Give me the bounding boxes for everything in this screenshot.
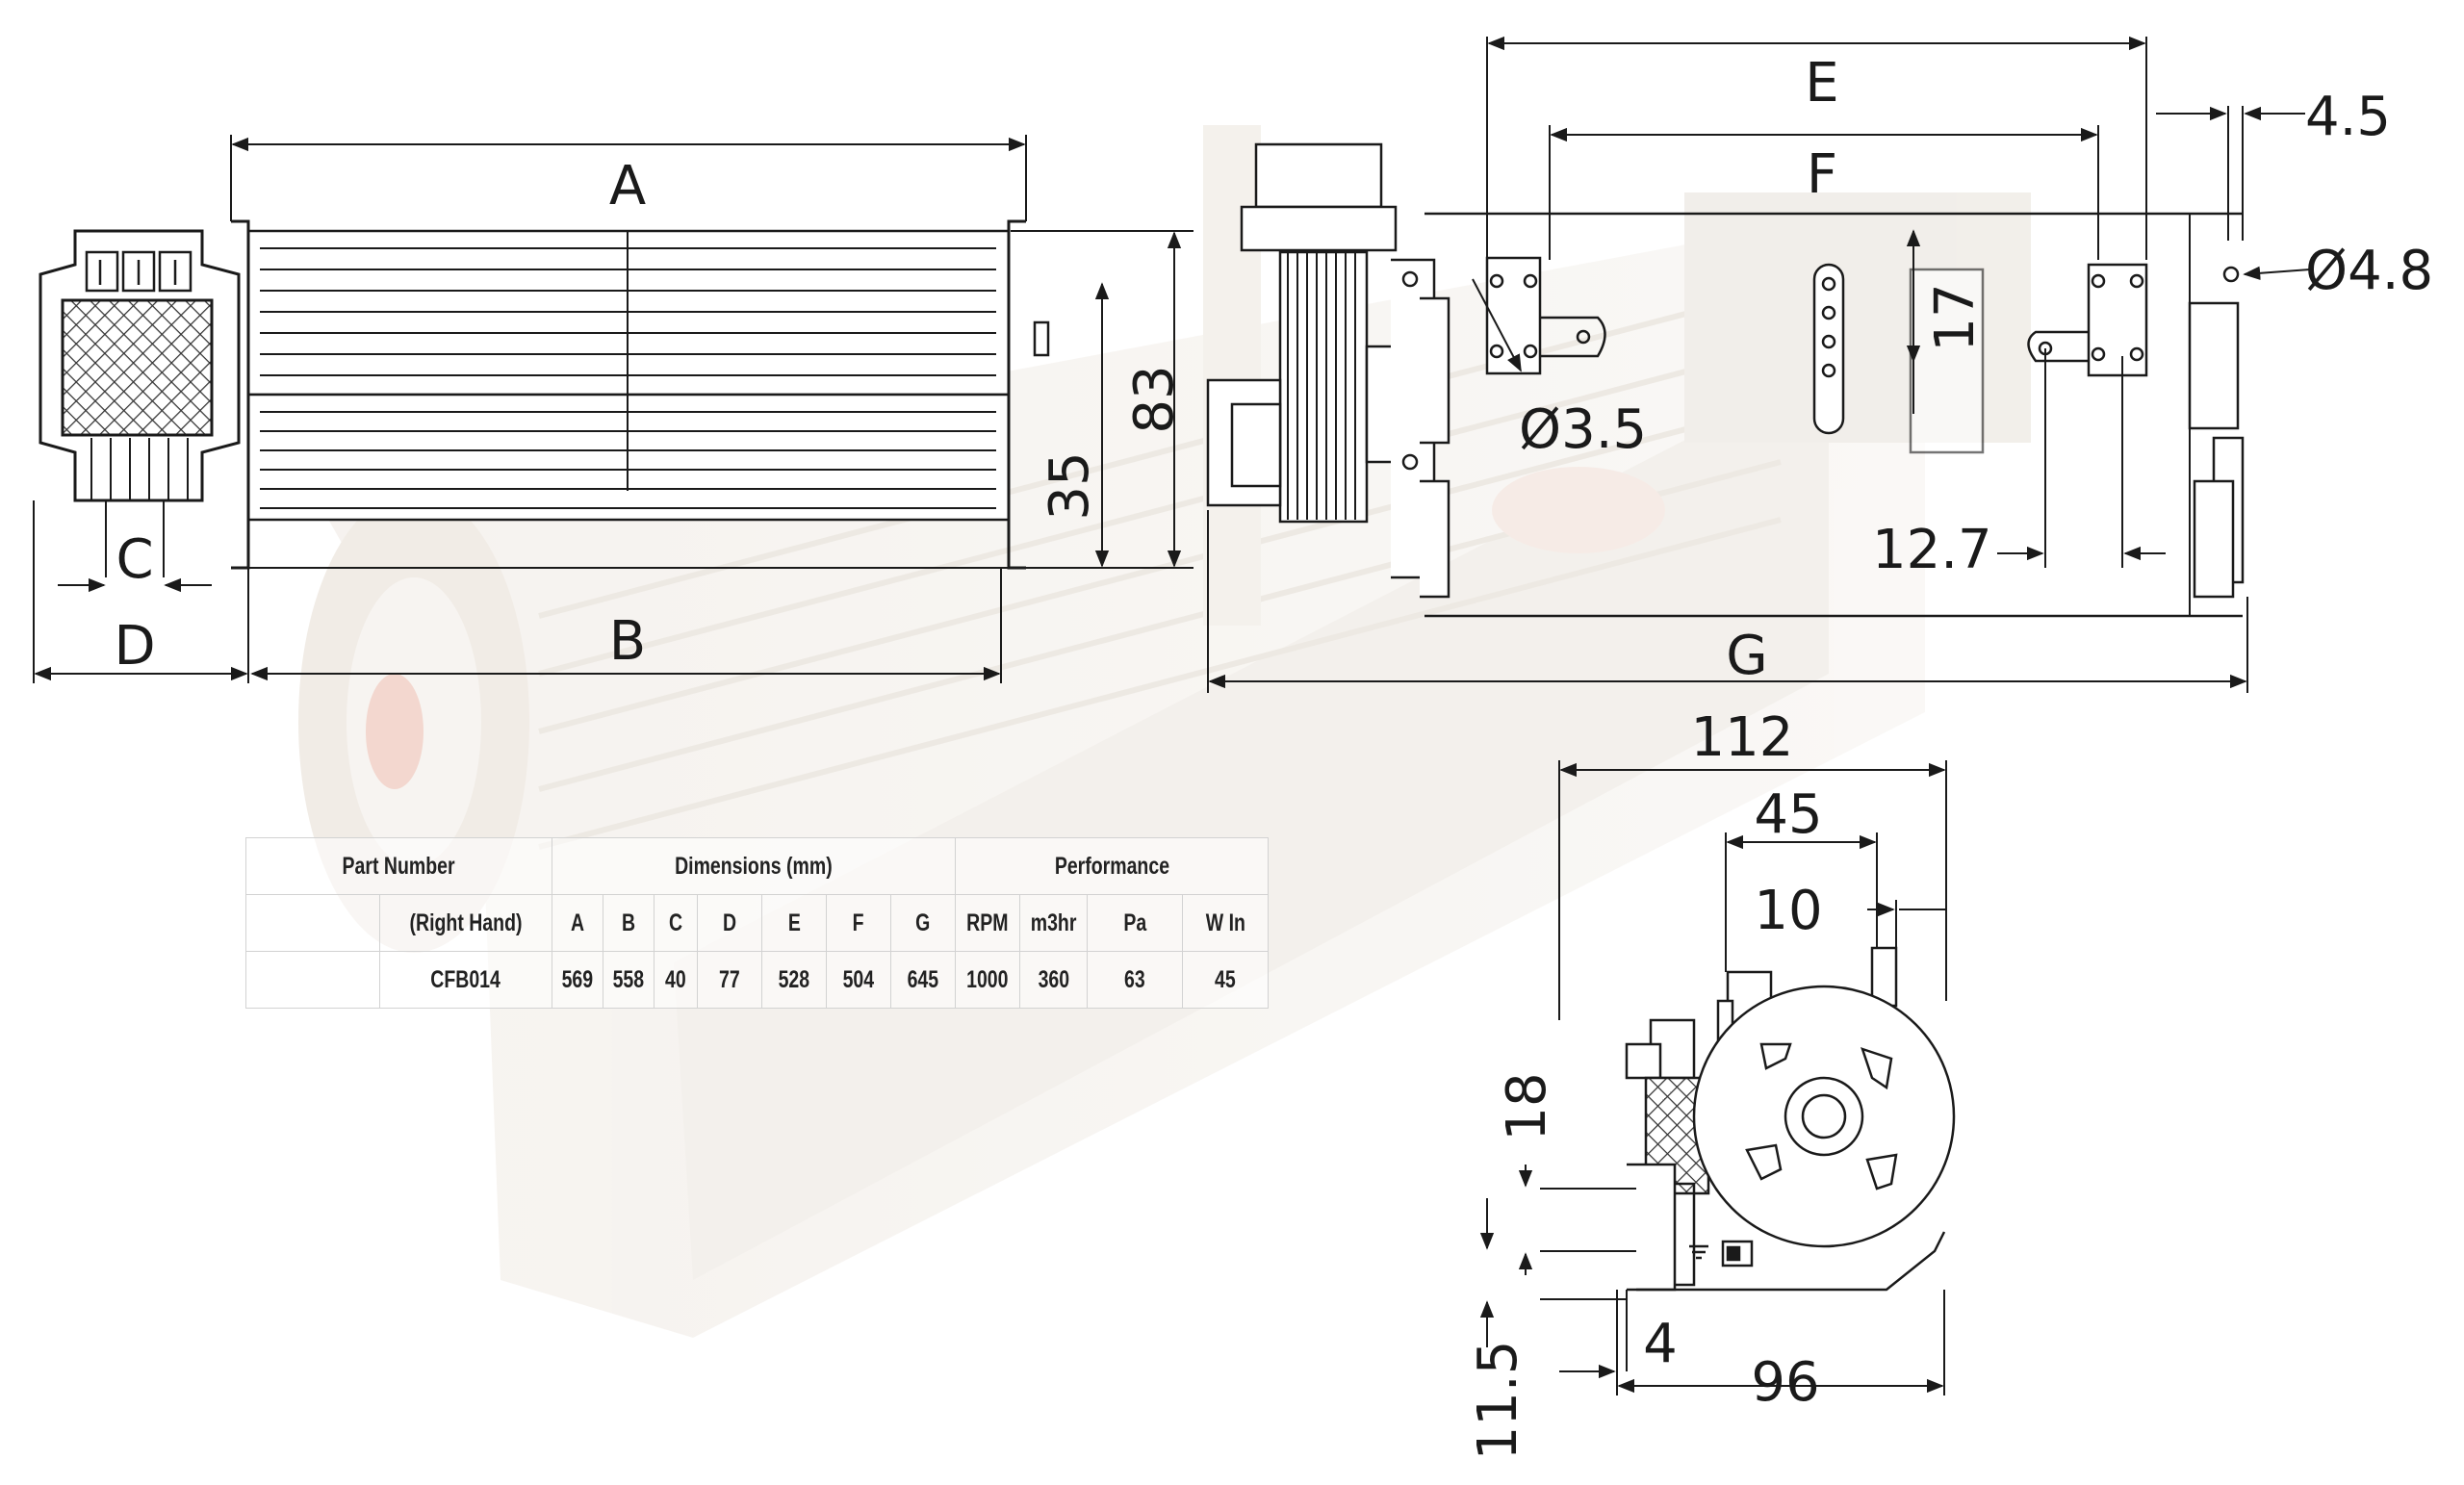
header-part-number: Part Number [245,837,552,895]
dim-4: 4 [1643,1313,1678,1375]
table-cell: 558 [603,951,654,1009]
column-header: W In [1182,894,1270,952]
column-header: B [603,894,654,952]
column-header: (Right Hand) [379,894,552,952]
end-view-dimensions [1479,760,1947,1395]
dim-10: 10 [1754,880,1822,942]
column-header: C [654,894,698,952]
table-group-header-row: Part Number Dimensions (mm) Performance [245,837,1270,895]
table-cell: 77 [697,951,762,1009]
dim-112: 112 [1691,706,1794,769]
header-dimensions: Dimensions (mm) [552,837,956,895]
dim-label-g: G [1726,625,1767,687]
dim-17: 17 [1924,283,1987,351]
dim-35: 35 [1039,451,1101,520]
table-cell: 569 [552,951,603,1009]
column-header: G [890,894,956,952]
dim-label-f: F [1807,143,1837,206]
dim-4-8: Ø4.8 [2305,240,2433,302]
dim-45: 45 [1754,783,1822,846]
table-row: CFB014 569 558 40 77 528 504 645 1000 36… [245,951,1270,1009]
header-performance: Performance [954,837,1270,895]
dim-3-5: Ø3.5 [1519,398,1647,461]
table-cell: 360 [1018,951,1089,1009]
right-view [1206,142,2245,618]
dim-96: 96 [1751,1351,1819,1414]
column-header: A [552,894,603,952]
dim-18: 18 [1496,1072,1558,1140]
column-header: E [761,894,827,952]
table-cell: 45 [1182,951,1270,1009]
column-header: D [697,894,762,952]
dim-83: 83 [1123,365,1186,433]
table-cell: 645 [890,951,956,1009]
dim-12-7: 12.7 [1872,519,1992,581]
spec-table: Part Number Dimensions (mm) Performance … [245,837,1270,1009]
table-cell: 504 [826,951,891,1009]
dim-label-d: D [114,615,155,678]
column-header: Pa [1087,894,1184,952]
table-cell: 528 [761,951,827,1009]
column-header: F [826,894,891,952]
table-cell: 63 [1087,951,1184,1009]
dim-label-c: C [116,528,153,591]
column-header: m3hr [1018,894,1089,952]
table-cell: 40 [654,951,698,1009]
end-view [1625,946,1956,1292]
dim-4-5: 4.5 [2305,86,2391,148]
dim-label-a: A [609,155,646,218]
cell-part-number: CFB014 [379,951,552,1009]
right-dimensions [1207,36,2311,693]
left-view [38,219,1050,577]
dim-label-b: B [609,610,646,673]
dim-label-e: E [1805,52,1838,115]
table-column-header-row: (Right Hand) A B C D E F G RPM m3hr Pa W… [245,894,1270,952]
left-dimensions [33,135,1194,683]
column-header: RPM [955,894,1020,952]
table-cell: 1000 [955,951,1020,1009]
dim-11-5: 11.5 [1467,1341,1529,1461]
